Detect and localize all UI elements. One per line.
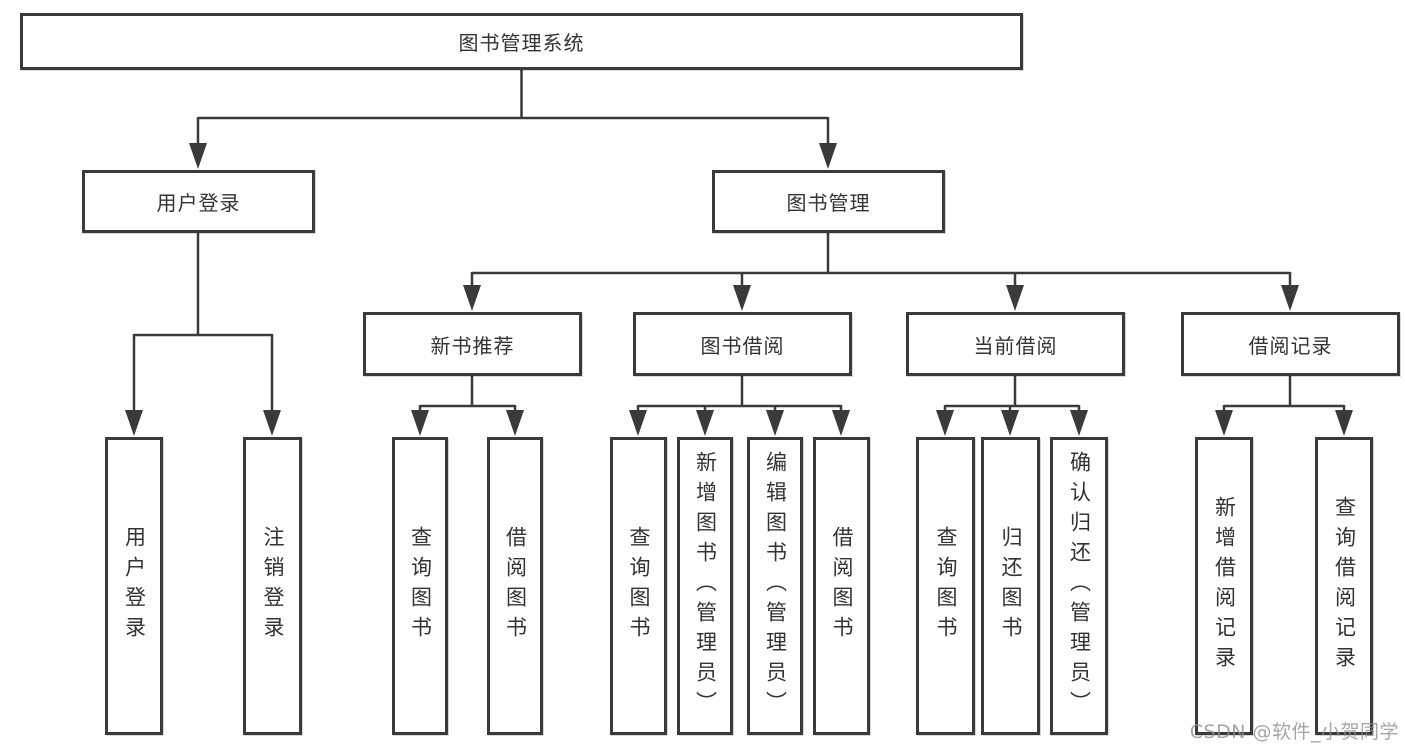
leaf-return-book: 归还图书 — [981, 437, 1040, 735]
node-book-borrow-label: 图书借阅 — [700, 333, 785, 358]
leaf-add-book-admin-label: 新增图书（管理员） — [693, 451, 718, 721]
node-root-label: 图书管理系统 — [458, 31, 585, 55]
node-book-management: 图书管理 — [712, 170, 945, 233]
node-borrow-records-label: 借阅记录 — [1248, 333, 1333, 358]
node-book-borrow: 图书借阅 — [633, 312, 852, 376]
node-current-borrow-label: 当前借阅 — [973, 333, 1058, 358]
leaf-query-borrow-record: 查询借阅记录 — [1315, 437, 1373, 735]
node-new-book-recommend-label: 新书推荐 — [430, 333, 515, 358]
leaf-recommend-query-book-label: 查询图书 — [408, 526, 433, 646]
leaf-edit-book-admin-label: 编辑图书（管理员） — [763, 451, 788, 721]
node-root-system: 图书管理系统 — [20, 13, 1023, 70]
leaf-edit-book-admin: 编辑图书（管理员） — [747, 437, 803, 735]
leaf-recommend-borrow-book: 借阅图书 — [487, 437, 543, 735]
node-user-login: 用户登录 — [82, 170, 315, 233]
leaf-borrow-query-book: 查询图书 — [610, 437, 667, 735]
leaf-user-login: 用户登录 — [105, 437, 163, 735]
node-borrow-records: 借阅记录 — [1181, 312, 1400, 376]
leaf-borrow-query-book-label: 查询图书 — [627, 526, 651, 646]
leaf-current-query-book-label: 查询图书 — [934, 526, 958, 646]
leaf-add-borrow-record-label: 新增借阅记录 — [1212, 496, 1237, 676]
node-current-borrow: 当前借阅 — [906, 312, 1125, 376]
leaf-query-borrow-record-label: 查询借阅记录 — [1332, 496, 1357, 676]
leaf-logout-label: 注销登录 — [261, 526, 285, 646]
leaf-borrow-book-label: 借阅图书 — [830, 526, 854, 646]
leaf-recommend-query-book: 查询图书 — [392, 437, 448, 735]
node-user-login-label: 用户登录 — [156, 191, 241, 215]
node-book-management-label: 图书管理 — [786, 191, 871, 215]
csdn-watermark: CSDN @软件_小贺同学 — [1189, 721, 1399, 743]
leaf-add-borrow-record: 新增借阅记录 — [1195, 437, 1253, 735]
leaf-add-book-admin: 新增图书（管理员） — [677, 437, 733, 735]
leaf-confirm-return-admin-label: 确认归还（管理员） — [1067, 451, 1092, 721]
leaf-recommend-borrow-book-label: 借阅图书 — [503, 526, 528, 646]
leaf-confirm-return-admin: 确认归还（管理员） — [1050, 437, 1108, 735]
node-new-book-recommend: 新书推荐 — [363, 312, 582, 376]
leaf-user-login-label: 用户登录 — [122, 526, 147, 646]
leaf-return-book-label: 归还图书 — [999, 526, 1023, 646]
leaf-current-query-book: 查询图书 — [916, 437, 975, 735]
leaf-logout: 注销登录 — [243, 437, 302, 735]
leaf-borrow-book: 借阅图书 — [813, 437, 870, 735]
